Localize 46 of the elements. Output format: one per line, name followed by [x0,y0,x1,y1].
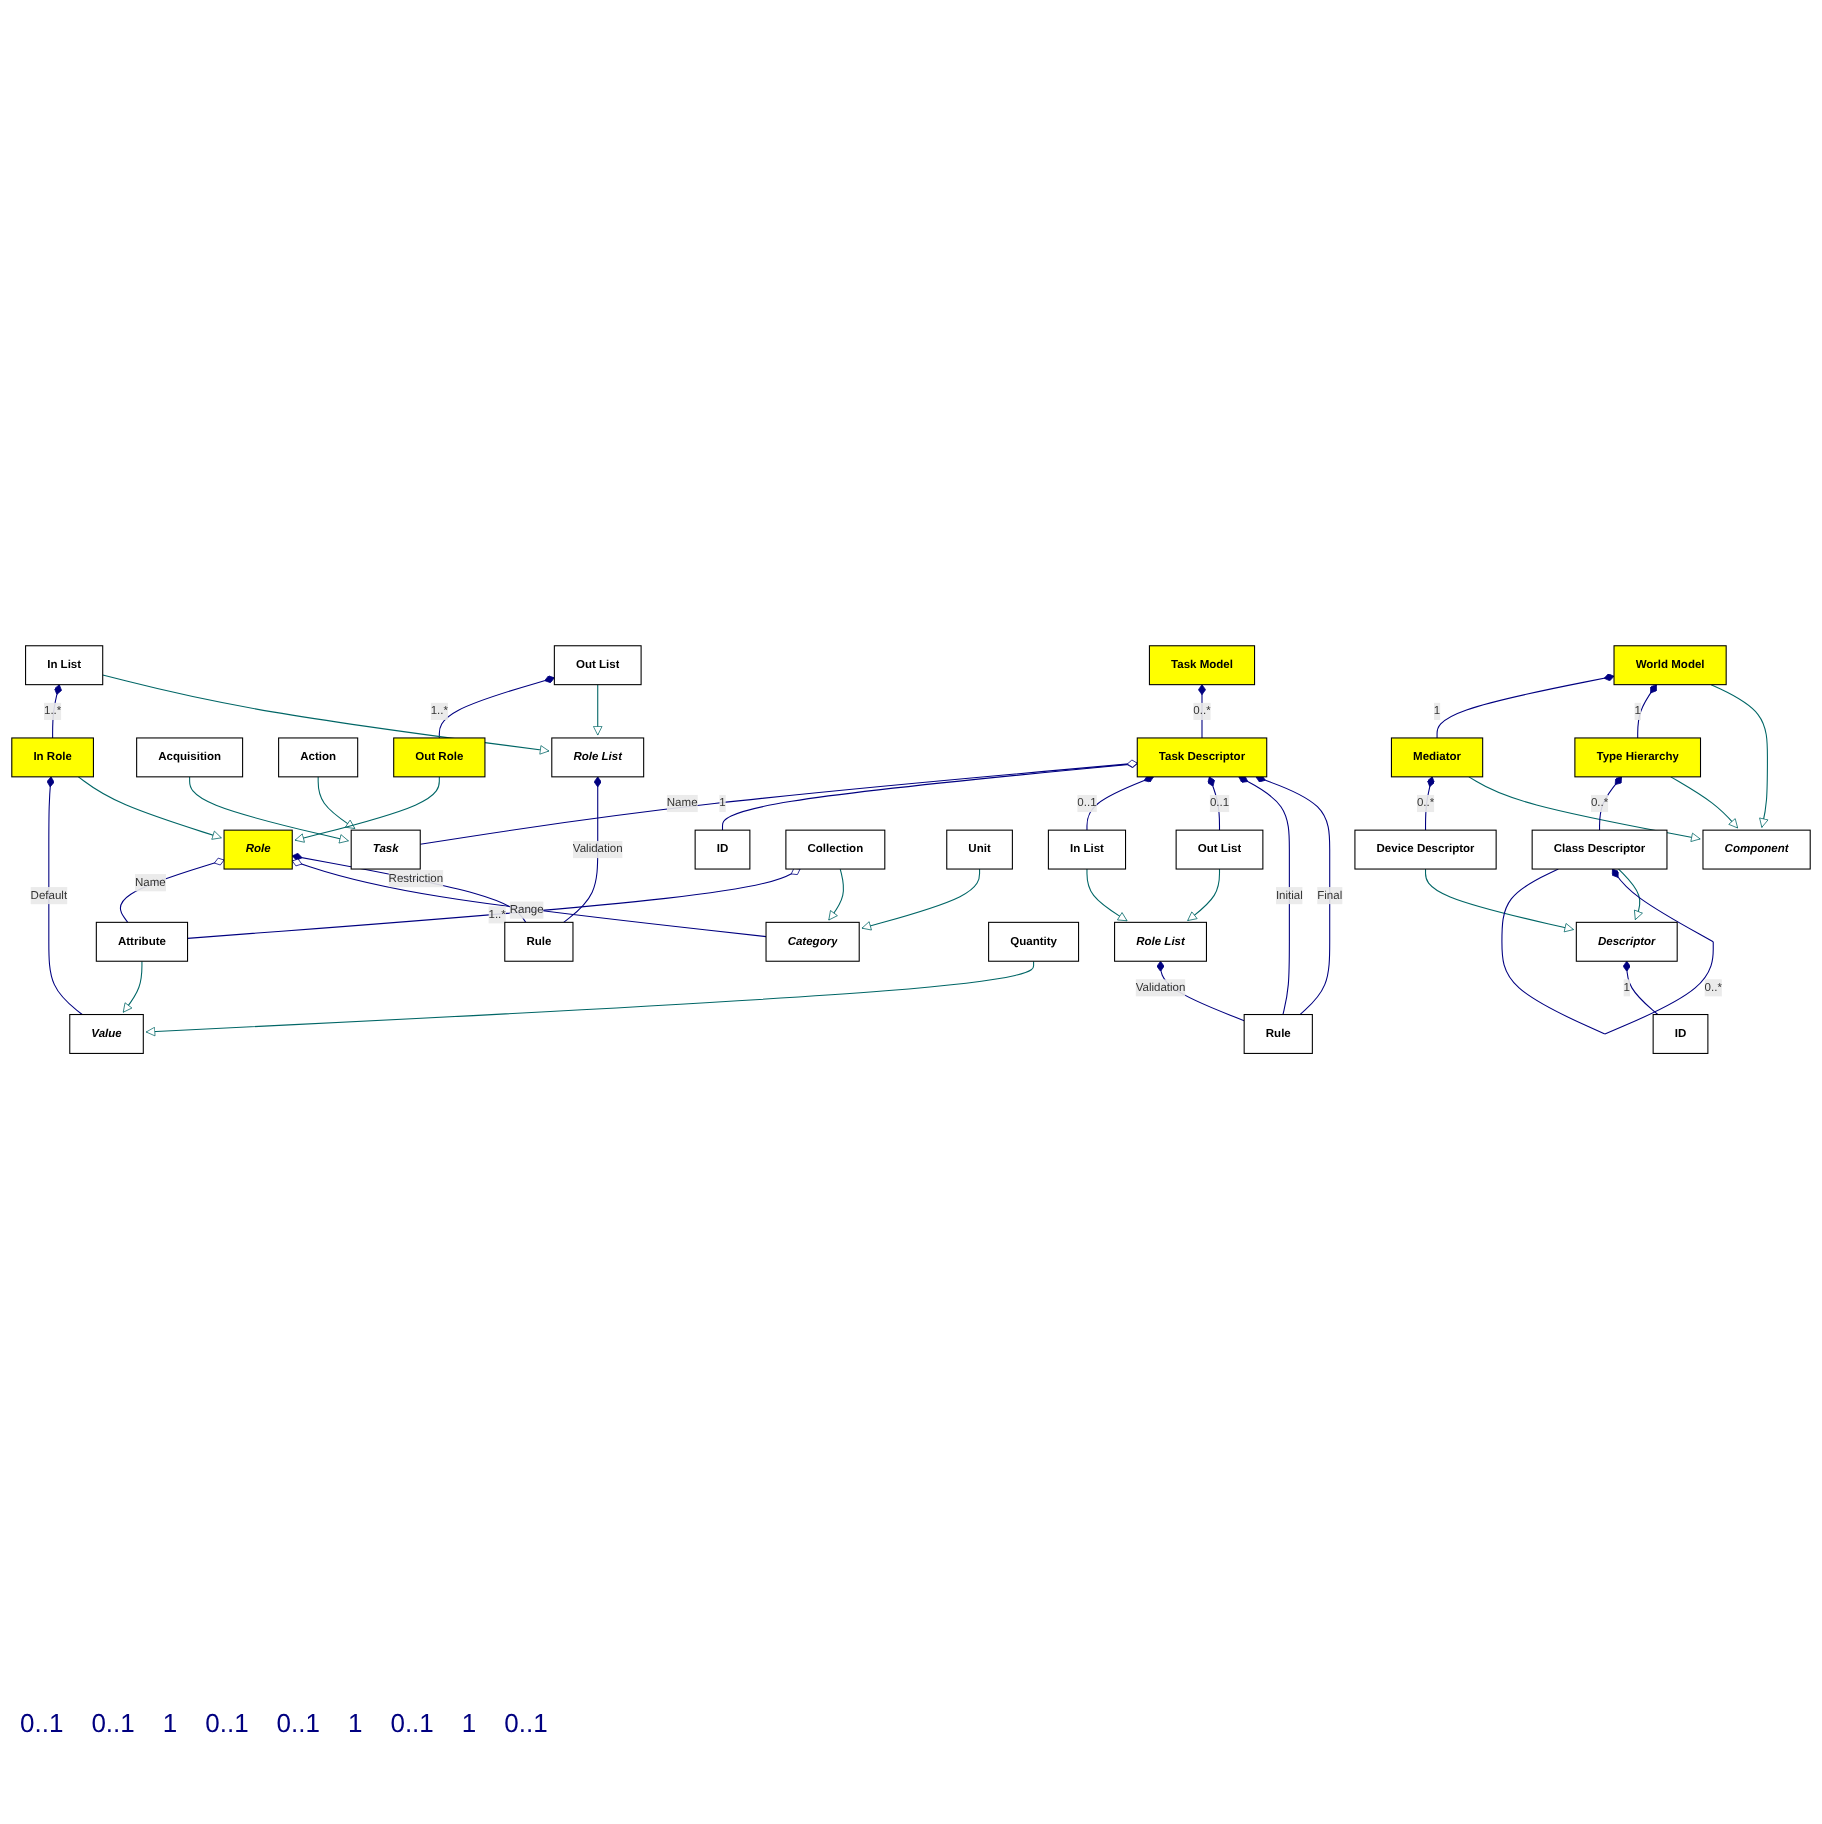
arrow [77,776,222,841]
multiplicity-label: 0..1 [276,1708,320,1738]
connector [1425,776,1435,832]
multiplicity-label: 0..1 [504,1708,548,1738]
multiplicity-label: 0..1 [390,1708,434,1738]
connector [1238,776,1290,1016]
arrow [317,776,356,830]
multiplicity-label: 1 [461,1708,477,1738]
connector [52,684,62,739]
arrow [122,961,143,1014]
connector [291,853,527,924]
connector [563,776,602,924]
connector [291,859,767,938]
arrow [145,961,1035,1037]
connector [1198,684,1206,739]
arrow [1187,868,1221,922]
connector [187,868,801,940]
arrow [1468,776,1701,843]
arrow [593,684,603,736]
connector [46,776,83,1016]
arrow [861,868,981,931]
arrow [1670,776,1739,829]
connector [1255,775,1331,1016]
arrow [828,868,845,921]
arrow [294,776,440,844]
connector [438,675,555,739]
connector [1436,673,1615,739]
multiplicity-label: 0..1 [205,1708,249,1738]
connector [1622,961,1659,1016]
multiplicity-label: 1 [347,1708,363,1738]
arrow [1086,868,1128,922]
arrow [1710,684,1769,829]
connector [1599,776,1623,832]
connector [1637,684,1657,739]
connector [1207,776,1221,832]
connector [1501,868,1714,1035]
connector [119,858,225,924]
arrow [1425,868,1575,933]
multiplicity-label: 0..1 [91,1708,135,1738]
connector [1086,775,1154,832]
arrow [1618,868,1643,921]
arrow [102,674,550,755]
multiplicity-label: 1 [162,1708,178,1738]
connector [419,760,1138,846]
arrow [189,776,349,844]
multiplicity-label: 0..1 [20,1708,64,1738]
